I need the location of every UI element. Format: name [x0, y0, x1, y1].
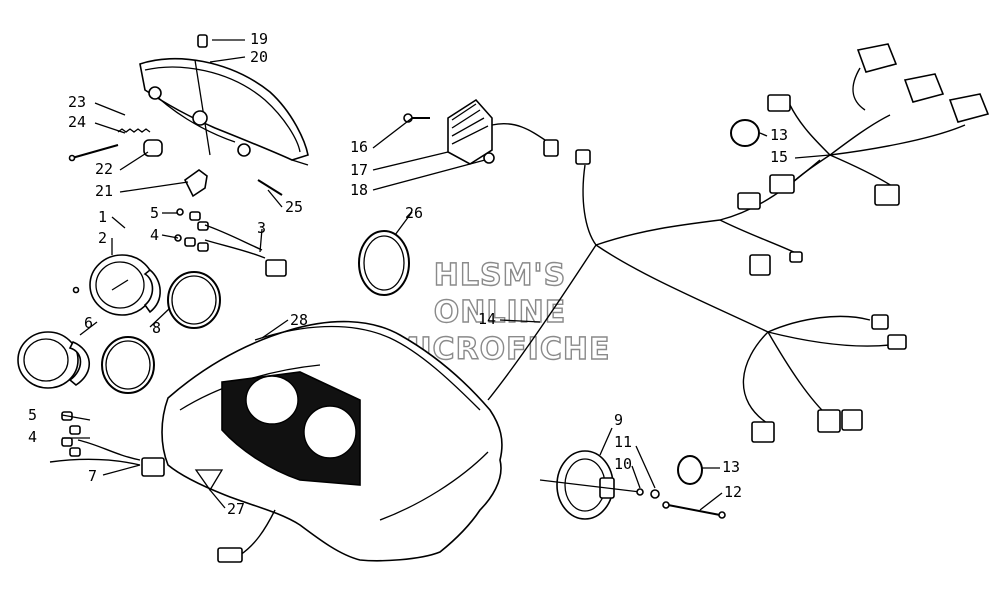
callout-25: 25 [285, 198, 303, 216]
leader-lines [61, 39, 831, 511]
grommet-22 [143, 139, 163, 157]
gauge-6 [17, 331, 91, 389]
callout-3: 3 [257, 219, 266, 237]
callout-12: 12 [724, 483, 742, 501]
callout-13-upper: 13 [770, 126, 788, 144]
callout-6: 6 [84, 314, 93, 332]
callout-23: 23 [68, 93, 86, 111]
callout-27: 27 [227, 500, 245, 518]
callout-14: 14 [478, 310, 496, 328]
callout-7: 7 [88, 467, 97, 485]
gasket-8-upper [167, 271, 221, 329]
gauge-2 [72, 254, 161, 316]
callout-20: 20 [250, 48, 268, 66]
callout-5-upper: 5 [150, 204, 159, 222]
callout-28: 28 [290, 311, 308, 329]
harness-15 [767, 43, 990, 206]
gasket-8-lower [101, 336, 155, 394]
watermark-line-1: HLSM'S [434, 258, 566, 293]
main-harness-14 [487, 159, 907, 443]
callout-10: 10 [614, 455, 632, 473]
callout-5-lower: 5 [28, 406, 37, 424]
clamp-13-upper [730, 119, 760, 147]
callout-4-lower: 4 [28, 428, 37, 446]
bulb-sockets-top [174, 208, 287, 277]
callout-16: 16 [350, 138, 368, 156]
headlight-housing [139, 58, 309, 166]
clip-21 [183, 169, 208, 198]
callout-4-upper: 4 [150, 226, 159, 244]
callout-26: 26 [405, 204, 423, 222]
cable-12 [662, 501, 726, 519]
callout-15: 15 [770, 148, 788, 166]
callout-9: 9 [614, 411, 623, 429]
callout-18: 18 [350, 181, 368, 199]
clamp-13-lower [677, 455, 703, 485]
regulator-17 [403, 98, 591, 165]
callout-17: 17 [350, 161, 368, 179]
bulb-19 [197, 34, 208, 48]
watermark-line-2: ONLINE [434, 295, 567, 330]
callout-11: 11 [614, 433, 632, 451]
lamp-9 [539, 450, 660, 520]
callout-21: 21 [95, 182, 113, 200]
adjuster-spring [68, 128, 151, 162]
callout-24: 24 [68, 113, 86, 131]
hood-panel [161, 320, 503, 563]
harness-7 [49, 411, 165, 477]
screw-25 [257, 179, 283, 196]
callout-8: 8 [152, 319, 161, 337]
callout-13-lower: 13 [722, 458, 740, 476]
callout-2: 2 [98, 229, 107, 247]
callouts: 19 20 23 24 22 21 25 1 2 5 4 3 6 8 28 5 … [28, 30, 788, 518]
callout-1: 1 [98, 208, 107, 226]
callout-22: 22 [95, 160, 113, 178]
callout-19: 19 [250, 30, 268, 48]
gasket-26 [358, 230, 410, 296]
